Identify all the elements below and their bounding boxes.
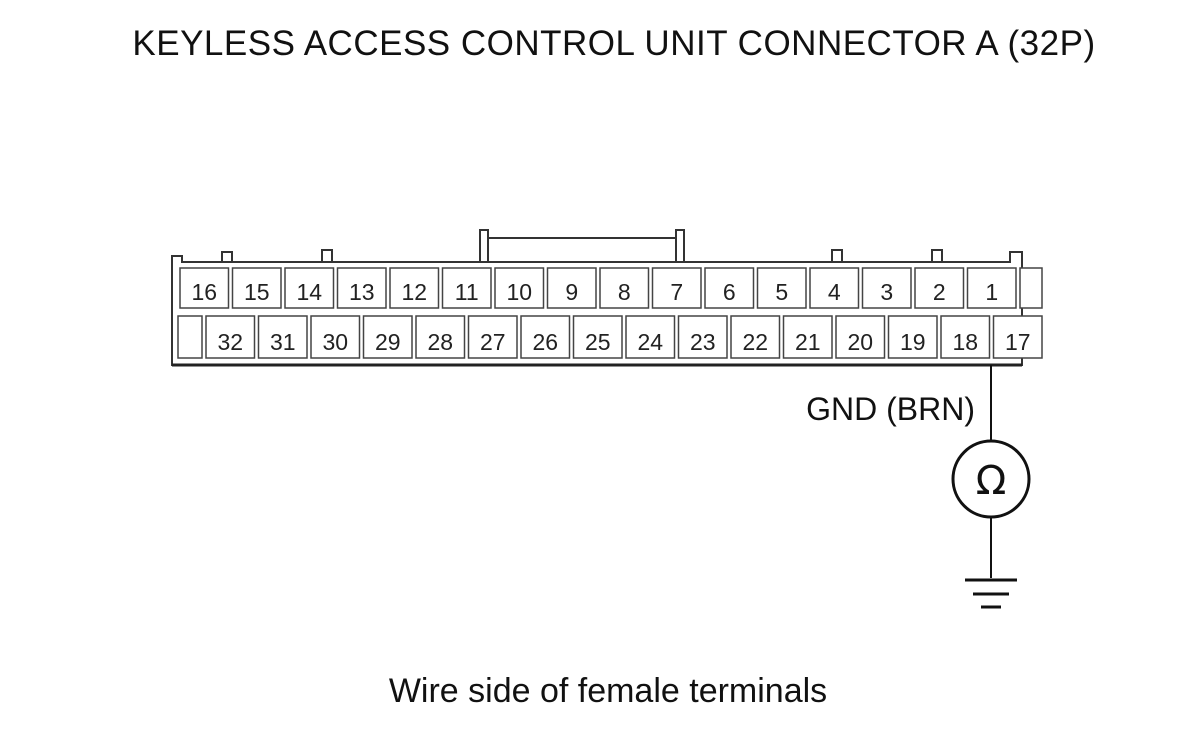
ground-icon bbox=[965, 578, 1017, 609]
top-terminal-8 bbox=[599, 267, 650, 309]
terminal-number: 18 bbox=[952, 329, 978, 355]
terminal-number: 20 bbox=[847, 329, 873, 355]
probe-circuit bbox=[951, 365, 1031, 609]
top-terminal-10 bbox=[494, 267, 545, 309]
terminal-number: 8 bbox=[618, 279, 631, 305]
top-terminal-12 bbox=[389, 267, 440, 309]
bottom-terminal-28 bbox=[415, 315, 466, 359]
top-terminal-1 bbox=[966, 267, 1017, 309]
top-terminal-13 bbox=[336, 267, 387, 309]
terminal-number: 12 bbox=[401, 279, 427, 305]
terminal-number: 16 bbox=[191, 279, 217, 305]
terminal-number: 1 bbox=[985, 279, 998, 305]
terminal-number: 15 bbox=[244, 279, 270, 305]
terminal-number: 11 bbox=[455, 279, 479, 305]
terminal-number: 5 bbox=[775, 279, 788, 305]
bottom-terminal-26 bbox=[520, 315, 571, 359]
bottom-terminal-25 bbox=[572, 315, 623, 359]
bottom-terminal-24 bbox=[625, 315, 676, 359]
bottom-terminal-22 bbox=[730, 315, 781, 359]
terminal-number: 23 bbox=[690, 329, 716, 355]
blank-cavity bbox=[177, 315, 203, 359]
top-terminal-9 bbox=[546, 267, 597, 309]
terminal-number: 7 bbox=[670, 279, 683, 305]
top-terminal-14 bbox=[284, 267, 335, 309]
connector-bottom-row: 32 31 30 29 28 27 26 25 24 23 22 21 20 19 18 17 bbox=[177, 315, 1043, 359]
terminal-number: 22 bbox=[742, 329, 768, 355]
terminal-number: 19 bbox=[900, 329, 926, 355]
bottom-terminal-30 bbox=[310, 315, 361, 359]
terminal-number: 9 bbox=[565, 279, 578, 305]
blank-cavity bbox=[1019, 267, 1043, 309]
bottom-terminal-17 bbox=[992, 315, 1043, 359]
top-terminal-7 bbox=[651, 267, 702, 309]
diagram-title: KEYLESS ACCESS CONTROL UNIT CONNECTOR A … bbox=[132, 24, 1096, 63]
bottom-terminal-29 bbox=[362, 315, 413, 359]
terminal-number: 31 bbox=[270, 329, 296, 355]
bottom-terminal-21 bbox=[782, 315, 833, 359]
terminal-number: 28 bbox=[427, 329, 453, 355]
bottom-terminal-27 bbox=[467, 315, 518, 359]
terminal-number: 32 bbox=[217, 329, 243, 355]
bottom-terminal-23 bbox=[677, 315, 728, 359]
gnd-wire-label: GND (BRN) bbox=[806, 391, 975, 427]
terminal-number: 17 bbox=[1005, 329, 1031, 355]
terminal-number: 27 bbox=[480, 329, 506, 355]
terminal-number: 14 bbox=[296, 279, 322, 305]
terminal-number: 13 bbox=[349, 279, 375, 305]
top-terminal-2 bbox=[914, 267, 965, 309]
terminal-number: 29 bbox=[375, 329, 401, 355]
terminal-number: 30 bbox=[322, 329, 348, 355]
top-terminal-4 bbox=[809, 267, 860, 309]
connector-top-row: 16 15 14 13 12 11 10 9 8 7 6 5 4 3 2 1 bbox=[179, 267, 1043, 309]
terminal-number: 4 bbox=[828, 279, 841, 305]
top-terminal-6 bbox=[704, 267, 755, 309]
top-terminal-3 bbox=[861, 267, 912, 309]
bottom-terminal-32 bbox=[205, 315, 256, 359]
terminal-number: 21 bbox=[795, 329, 821, 355]
connector-housing bbox=[171, 229, 1023, 367]
top-terminal-5 bbox=[756, 267, 807, 309]
ohm-symbol: Ω bbox=[976, 458, 1007, 504]
bottom-terminal-19 bbox=[887, 315, 938, 359]
top-terminal-16 bbox=[179, 267, 230, 309]
terminal-number: 3 bbox=[880, 279, 893, 305]
terminal-number: 6 bbox=[723, 279, 736, 305]
diagram-caption: Wire side of female terminals bbox=[388, 672, 828, 710]
terminal-number: 10 bbox=[506, 279, 532, 305]
terminal-number: 25 bbox=[585, 329, 611, 355]
terminal-number: 26 bbox=[532, 329, 558, 355]
terminal-number: 2 bbox=[933, 279, 946, 305]
top-terminal-11 bbox=[441, 267, 492, 309]
bottom-terminal-31 bbox=[257, 315, 308, 359]
terminal-number: 24 bbox=[637, 329, 663, 355]
bottom-terminal-20 bbox=[835, 315, 886, 359]
top-terminal-15 bbox=[231, 267, 282, 309]
bottom-terminal-18 bbox=[940, 315, 991, 359]
